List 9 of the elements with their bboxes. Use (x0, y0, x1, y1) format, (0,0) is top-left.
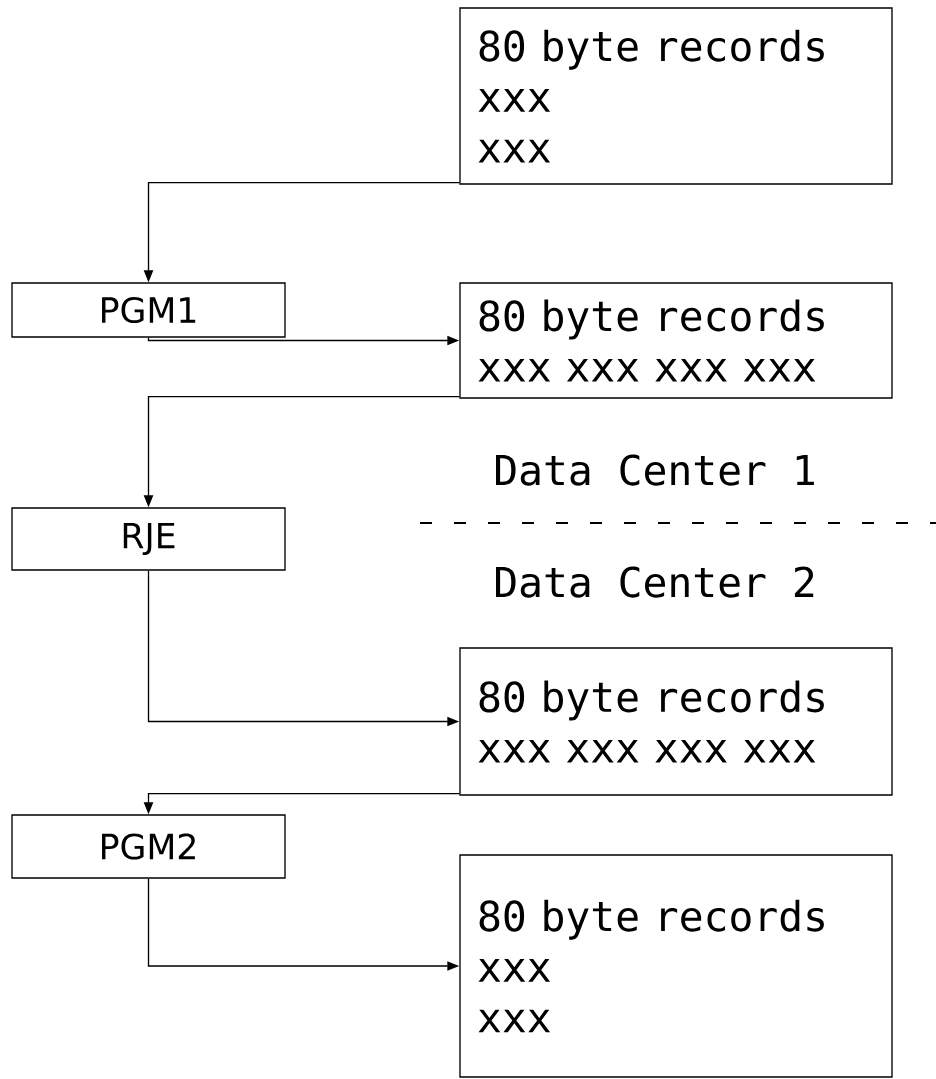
program-box: RJE (11, 507, 286, 571)
record-box: 80 byte records xxx xxx xxx xxx (459, 647, 893, 796)
program-box: PGM2 (11, 814, 286, 879)
record-box: 80 byte records xxx xxx (459, 7, 893, 185)
region-label: Data Center 2 (496, 566, 814, 598)
record-box: 80 byte records xxx xxx xxx xxx (459, 282, 893, 399)
record-box: 80 byte records xxx xxx (459, 854, 893, 1078)
region-label: Data Center 1 (496, 454, 814, 486)
program-box: PGM1 (11, 282, 286, 338)
